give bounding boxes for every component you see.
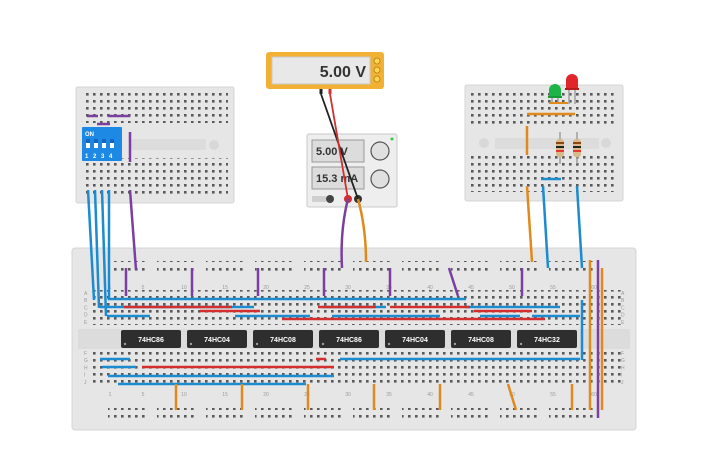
row-letter: A [621, 291, 625, 297]
ic-chip[interactable]: 74HC86 [121, 330, 181, 348]
led-board-wires[interactable] [525, 102, 575, 181]
row-letter: G [621, 358, 625, 364]
red-led[interactable] [565, 74, 579, 104]
row-letter: F [84, 351, 87, 357]
chip-label: 74HC86 [336, 337, 362, 344]
led-breadboard[interactable] [464, 84, 624, 202]
column-number: 55 [550, 392, 556, 398]
power-supply[interactable]: 5.00 V 15.3 mA [306, 133, 398, 208]
column-number: 50 [509, 285, 515, 291]
row-letter: B [84, 298, 88, 304]
row-letter: D [84, 313, 88, 319]
dip-num-4: 4 [109, 154, 113, 160]
column-number: 45 [468, 285, 474, 291]
dip-on-label: ON [85, 132, 94, 138]
dip-switch[interactable]: ON 1 2 3 4 [82, 127, 122, 161]
row-letter: I [621, 373, 622, 379]
row-letter: H [84, 365, 88, 371]
row-letter: E [621, 320, 625, 326]
psu-current: 15.3 mA [316, 173, 358, 185]
column-number: 10 [181, 285, 187, 291]
column-number: 35 [386, 392, 392, 398]
column-number: 5 [142, 392, 145, 398]
dip-num-3: 3 [101, 154, 105, 160]
column-number: 30 [345, 285, 351, 291]
row-letter: I [84, 373, 85, 379]
chip-label: 74HC08 [468, 337, 494, 344]
ic-chip[interactable]: 74HC04 [385, 330, 445, 348]
chip-label: 74HC08 [270, 337, 296, 344]
column-number: 55 [550, 285, 556, 291]
ic-chip[interactable]: 74HC32 [517, 330, 577, 348]
column-number: 45 [468, 392, 474, 398]
ic-chips: 74HC86 74HC04 74HC08 74HC86 74HC04 74HC08 74HC… [121, 330, 577, 348]
column-number: 1 [109, 392, 112, 398]
dip-num-2: 2 [93, 154, 97, 160]
row-letter: B [621, 298, 625, 304]
column-number: 20 [263, 392, 269, 398]
breadboard-wires[interactable] [86, 185, 604, 418]
switch-board-wires[interactable] [87, 114, 132, 162]
row-letter: H [621, 365, 625, 371]
green-led[interactable] [548, 84, 562, 104]
column-number: 60 [591, 392, 597, 398]
column-number: 60 [591, 285, 597, 291]
multimeter[interactable]: 5.00 V [266, 52, 384, 94]
row-letter: C [621, 305, 625, 311]
column-number: 40 [427, 392, 433, 398]
ic-chip[interactable]: 74HC04 [187, 330, 247, 348]
row-letter: E [84, 320, 88, 326]
row-letter: J [84, 380, 87, 386]
column-number: 40 [427, 285, 433, 291]
column-number: 15 [222, 285, 228, 291]
column-number: 25 [304, 285, 310, 291]
column-number: 5 [142, 285, 145, 291]
dip-num-1: 1 [85, 154, 89, 160]
ic-chip[interactable]: 74HC08 [451, 330, 511, 348]
row-letter: A [84, 291, 88, 297]
column-number: 10 [181, 392, 187, 398]
column-number: 15 [222, 392, 228, 398]
chip-label: 74HC04 [204, 337, 230, 344]
column-number: 30 [345, 392, 351, 398]
ic-chip[interactable]: 74HC86 [319, 330, 379, 348]
row-letter: D [621, 313, 625, 319]
row-letter: G [84, 358, 88, 364]
chip-label: 74HC86 [138, 337, 164, 344]
resistor-1[interactable] [556, 132, 564, 164]
ic-chip[interactable]: 74HC08 [253, 330, 313, 348]
chip-label: 74HC32 [534, 337, 560, 344]
row-letter: C [84, 305, 88, 311]
multimeter-reading: 5.00 V [320, 64, 367, 81]
row-letter: F [621, 351, 624, 357]
chip-label: 74HC04 [402, 337, 428, 344]
row-letter: J [621, 380, 624, 386]
meter-probe-leads[interactable] [320, 93, 359, 200]
column-number: 20 [263, 285, 269, 291]
resistor-2[interactable] [573, 132, 581, 164]
